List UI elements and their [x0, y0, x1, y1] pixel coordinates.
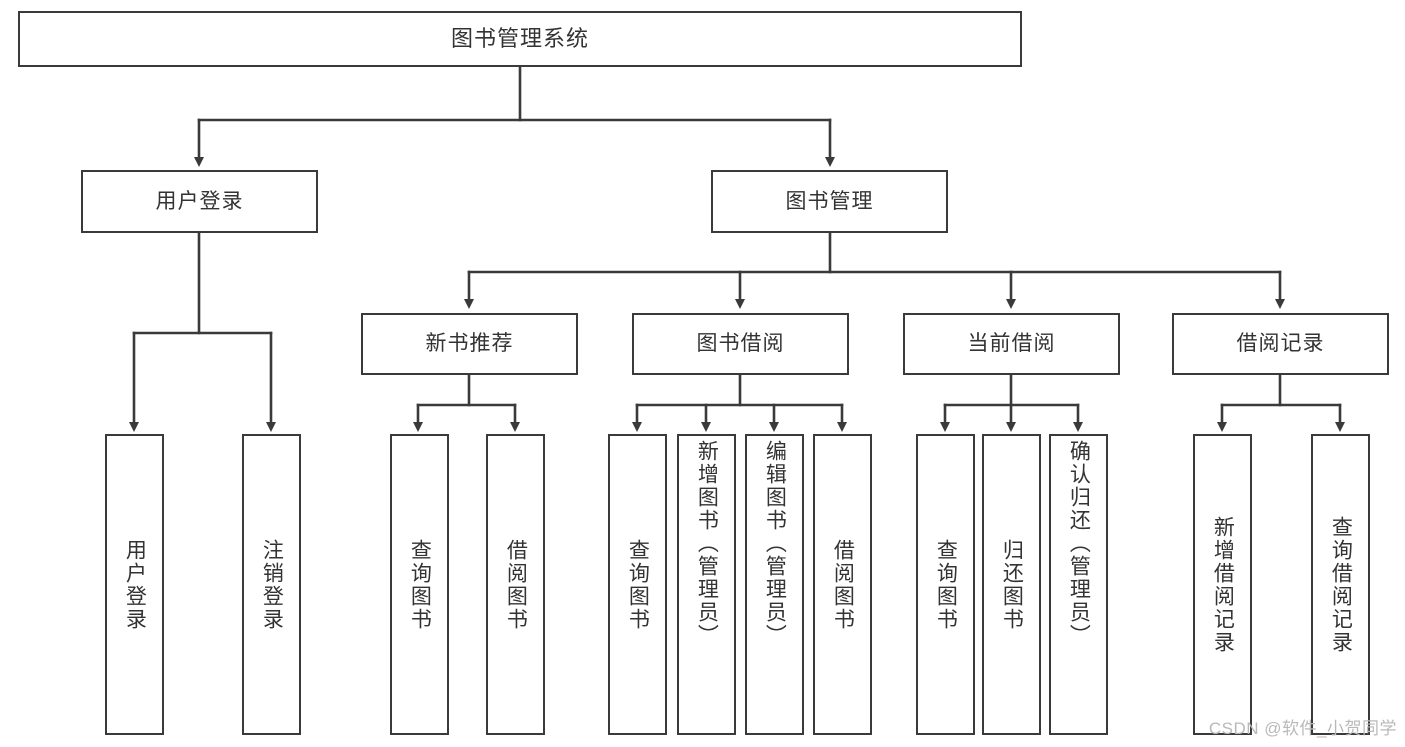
leaf-borrow-add-book[interactable]: 新增图书（管理员） — [677, 434, 736, 735]
leaf-user-login-logout[interactable]: 注销登录 — [242, 434, 301, 735]
node-book-management[interactable]: 图书管理 — [711, 170, 948, 233]
leaf-user-login-login[interactable]: 用户登录 — [105, 434, 164, 735]
node-book-borrow[interactable]: 图书借阅 — [632, 313, 849, 375]
leaf-label: 新增借阅记录 — [1211, 515, 1235, 654]
node-root[interactable]: 图书管理系统 — [18, 11, 1022, 67]
leaf-borrow-borrow-book[interactable]: 借阅图书 — [813, 434, 872, 735]
leaf-borrow-query-book[interactable]: 查询图书 — [608, 434, 667, 735]
leaf-borrow-edit-book[interactable]: 编辑图书（管理员） — [745, 434, 804, 735]
watermark: CSDN @软件_小贺同学 — [1208, 719, 1397, 738]
node-current-borrow[interactable]: 当前借阅 — [903, 313, 1120, 375]
leaf-label: 归还图书 — [1000, 538, 1024, 631]
leaf-label: 新增图书（管理员） — [695, 440, 719, 647]
leaf-current-query-book[interactable]: 查询图书 — [916, 434, 975, 735]
leaf-label: 查询图书 — [934, 538, 958, 631]
leaf-label: 确认归还（管理员） — [1067, 440, 1091, 647]
leaf-label: 编辑图书（管理员） — [763, 440, 787, 647]
leaf-label: 注销登录 — [260, 538, 284, 631]
leaf-current-confirm-return[interactable]: 确认归还（管理员） — [1049, 434, 1108, 735]
leaf-record-query[interactable]: 查询借阅记录 — [1311, 434, 1370, 735]
leaf-current-return-book[interactable]: 归还图书 — [982, 434, 1041, 735]
leaf-record-add[interactable]: 新增借阅记录 — [1193, 434, 1252, 735]
leaf-label: 查询图书 — [626, 538, 650, 631]
leaf-label: 用户登录 — [123, 538, 147, 631]
leaf-new-book-borrow[interactable]: 借阅图书 — [486, 434, 545, 735]
leaf-label: 查询借阅记录 — [1329, 515, 1353, 654]
leaf-new-book-query[interactable]: 查询图书 — [390, 434, 449, 735]
node-new-book-recommend[interactable]: 新书推荐 — [361, 313, 578, 375]
node-user-login[interactable]: 用户登录 — [81, 170, 318, 233]
leaf-label: 查询图书 — [408, 538, 432, 631]
leaf-label: 借阅图书 — [504, 538, 528, 631]
node-borrow-record[interactable]: 借阅记录 — [1172, 313, 1389, 375]
leaf-label: 借阅图书 — [831, 538, 855, 631]
